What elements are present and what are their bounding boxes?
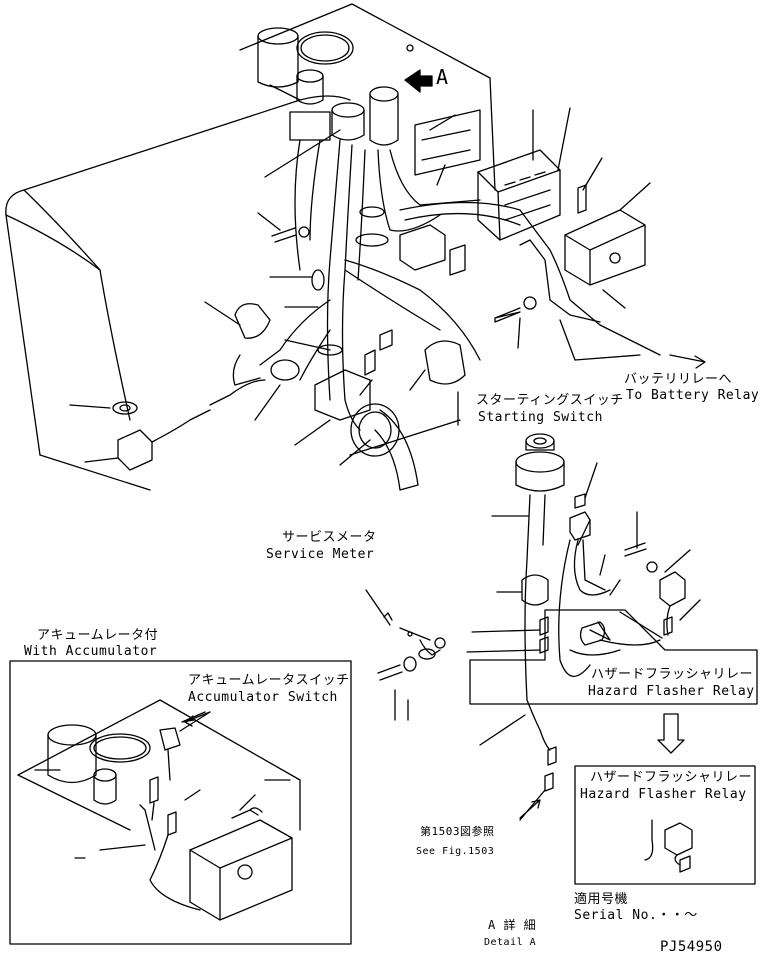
accumulator-box [9, 660, 352, 945]
accumulator-drawing [17, 699, 301, 921]
hazard-arrow [589, 621, 611, 641]
switch-leaders [466, 462, 701, 821]
hazard-detail-box [574, 765, 756, 885]
hazard-highlight-box [469, 609, 758, 705]
accumulator-leaders [34, 711, 291, 859]
serial-en: Serial No.・・〜 [574, 908, 698, 923]
battery-arrow [669, 354, 706, 369]
fig-ref-en: See Fig.1503 [416, 846, 495, 857]
service-meter-drawing [365, 589, 446, 721]
down-arrow [657, 713, 685, 754]
service-meter-jp: サービスメータ [282, 530, 377, 545]
accumulator-switch-en: Accumulator Switch [188, 690, 338, 705]
detail-a-en: Detail A [484, 937, 537, 948]
service-meter-en: Service Meter [266, 547, 375, 562]
starting-switch-jp: スターティングスイッチ [476, 393, 624, 408]
accumulator-switch-jp: アキュームレータスイッチ [188, 673, 350, 688]
detail-a-marker: A [436, 65, 449, 89]
hazard-box-jp: ハザードフラッシャリレー [590, 770, 753, 785]
left-components [112, 303, 419, 491]
fig-ref-jp: 第1503図参照 [420, 825, 495, 838]
console-body [5, 3, 496, 491]
hazard-box-en: Hazard Flasher Relay [580, 787, 747, 802]
leader-lines [69, 84, 651, 466]
hazard-relay-en: Hazard Flasher Relay [588, 684, 755, 699]
detail-arrow [404, 44, 433, 93]
with-accumulator-jp: アキュームレータ付 [37, 628, 159, 643]
with-accumulator-en: With Accumulator [24, 644, 158, 659]
serial-jp: 適用号機 [574, 892, 629, 907]
fuse-box [477, 149, 646, 323]
top-components [257, 27, 481, 176]
part-number: PJ54950 [660, 939, 723, 955]
hazard-detail-part [644, 819, 693, 873]
hazard-relay-jp: ハザードフラッシャリレー [591, 667, 754, 682]
accum-switch-arrow [184, 711, 211, 727]
battery-relay-jp: バッテリリレーへ [624, 372, 733, 387]
wire-harness [259, 139, 661, 431]
starting-switch-drawing [515, 433, 686, 792]
relay-parts [271, 224, 537, 385]
starting-switch-en: Starting Switch [478, 410, 603, 425]
battery-relay-en: To Battery Relay [626, 388, 760, 403]
fig-arrow [519, 799, 541, 819]
detail-a-jp: A 詳 細 [488, 918, 537, 932]
